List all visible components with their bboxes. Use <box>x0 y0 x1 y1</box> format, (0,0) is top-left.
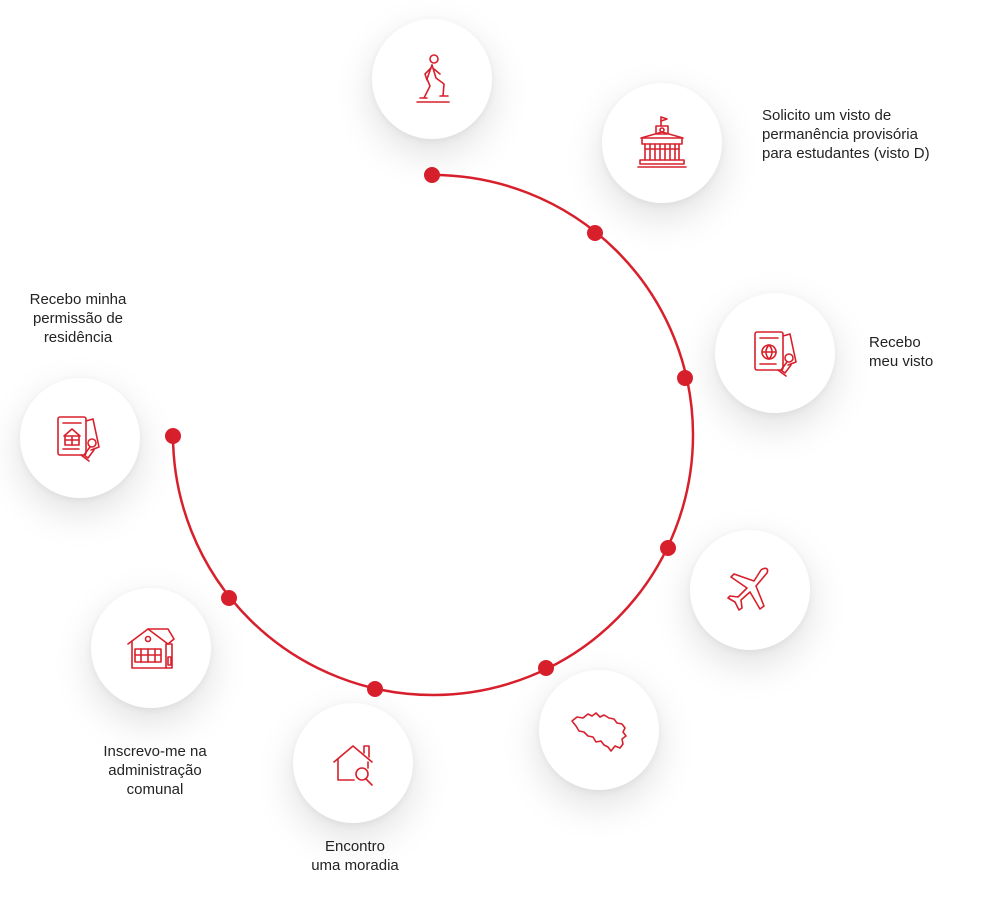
caption-line: Recebo minha <box>29 291 127 308</box>
step-node-arrive[interactable] <box>539 670 659 790</box>
walking-person-icon <box>416 54 450 103</box>
town-hall-icon <box>127 628 175 669</box>
caption-housing: Encontro uma moradia <box>270 837 440 875</box>
caption-line: permissão de <box>32 310 124 327</box>
caption-visa-receive: Recebo meu visto <box>869 333 933 371</box>
step-node-registration[interactable] <box>91 588 211 708</box>
step-dot-visa-receive <box>677 370 693 386</box>
caption-line: Recebo <box>869 334 921 351</box>
caption-visa-request: Solicito um visto de permanência provisó… <box>762 106 930 163</box>
step-dot-residence-permit <box>165 428 181 444</box>
caption-line: Solicito um visto de <box>762 107 892 124</box>
journey-arc <box>171 173 695 697</box>
caption-line: meu visto <box>869 353 934 370</box>
step-node-residence-permit[interactable] <box>20 378 140 498</box>
step-dot-travel <box>660 540 676 556</box>
caption-registration: Inscrevo-me na administração comunal <box>65 742 245 799</box>
step-dot-arrive <box>538 660 554 676</box>
caption-line: uma moradia <box>311 857 399 874</box>
caption-line: permanência provisória <box>762 126 918 143</box>
house-search-icon <box>333 745 373 786</box>
step-node-visa-receive[interactable] <box>715 293 835 413</box>
step-dot-housing <box>367 681 383 697</box>
airplane-icon <box>727 567 769 611</box>
caption-line: administração <box>108 762 202 779</box>
residence-card-stamp-icon <box>57 416 100 462</box>
belgium-map-icon <box>571 712 627 752</box>
caption-line: residência <box>43 329 113 346</box>
step-node-travel[interactable] <box>690 530 810 650</box>
caption-line: Encontro <box>324 838 386 855</box>
caption-residence-permit: Recebo minha permissão de residência <box>0 290 156 347</box>
caption-line: comunal <box>126 781 184 798</box>
step-dot-depart <box>424 167 440 183</box>
step-dot-registration <box>221 590 237 606</box>
step-node-housing[interactable] <box>293 703 413 823</box>
caption-line: para estudantes (visto D) <box>762 145 930 162</box>
step-node-depart[interactable] <box>372 19 492 139</box>
passport-globe-stamp-icon <box>754 331 797 377</box>
caption-line: Inscrevo-me na <box>103 743 207 760</box>
step-dot-visa-request <box>587 225 603 241</box>
step-node-visa-request[interactable] <box>602 83 722 203</box>
government-building-icon <box>637 116 687 168</box>
